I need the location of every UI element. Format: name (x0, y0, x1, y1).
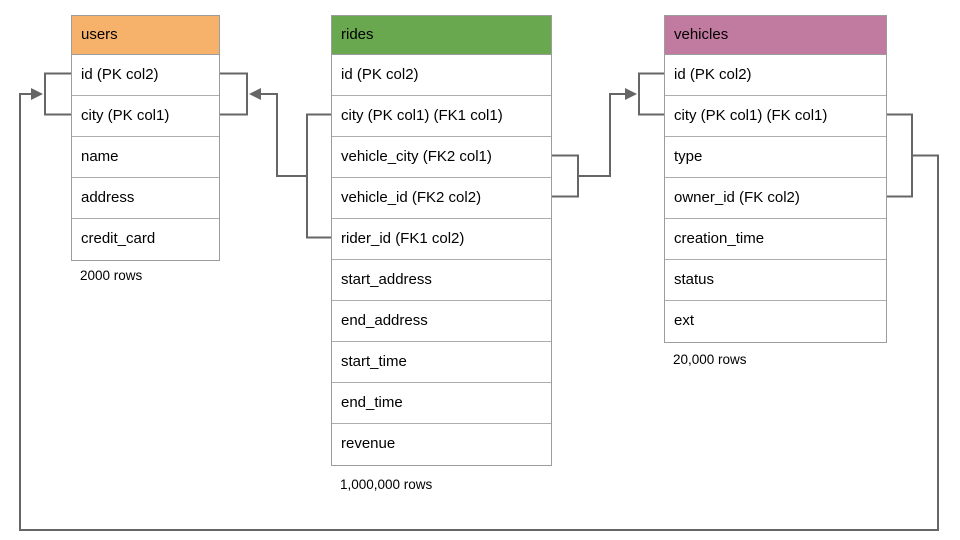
arrowhead-icon (249, 88, 261, 100)
fk1-connector-line (253, 93, 307, 177)
rides-row-count: 1,000,000 rows (340, 477, 433, 492)
arrowhead-icon (625, 88, 637, 100)
table-rides-column-vehicle-city: vehicle_city (FK2 col1) (332, 137, 551, 178)
table-vehicles-column-ext: ext (665, 301, 886, 342)
table-vehicles-column-id: id (PK col2) (665, 55, 886, 96)
table-rides-header: rides (332, 16, 551, 55)
fk2-connector-line (578, 93, 632, 177)
table-users: users id (PK col2) city (PK col1) name a… (71, 15, 220, 261)
table-vehicles-column-type: type (665, 137, 886, 178)
vehicles-row-count: 20,000 rows (673, 352, 747, 367)
table-vehicles-column-creation-time: creation_time (665, 219, 886, 260)
table-users-column-city: city (PK col1) (72, 96, 219, 137)
table-users-column-name: name (72, 137, 219, 178)
table-rides-column-start-time: start_time (332, 342, 551, 383)
table-rides-column-vehicle-id: vehicle_id (FK2 col2) (332, 178, 551, 219)
table-rides-column-id: id (PK col2) (332, 55, 551, 96)
table-users-column-id: id (PK col2) (72, 55, 219, 96)
table-users-column-credit-card: credit_card (72, 219, 219, 260)
users-right-bracket-line (220, 72, 248, 116)
vehicles-right-bracket-line (887, 113, 913, 198)
table-vehicles: vehicles id (PK col2) city (PK col1) (FK… (664, 15, 887, 343)
table-rides-column-end-time: end_time (332, 383, 551, 424)
table-rides: rides id (PK col2) city (PK col1) (FK1 c… (331, 15, 552, 466)
table-vehicles-column-owner-id: owner_id (FK col2) (665, 178, 886, 219)
table-rides-column-rider-id: rider_id (FK1 col2) (332, 219, 551, 260)
table-vehicles-column-status: status (665, 260, 886, 301)
table-rides-column-revenue: revenue (332, 424, 551, 465)
arrowhead-icon (31, 88, 43, 100)
users-row-count: 2000 rows (80, 268, 143, 283)
rides-right-bracket-line (552, 154, 579, 198)
users-left-bracket-line (44, 72, 71, 116)
table-users-header: users (72, 16, 219, 55)
vehicles-left-bracket-line (638, 72, 664, 116)
table-rides-column-end-address: end_address (332, 301, 551, 342)
table-vehicles-header: vehicles (665, 16, 886, 55)
table-rides-column-start-address: start_address (332, 260, 551, 301)
table-users-column-address: address (72, 178, 219, 219)
fk3-connector-line (19, 93, 939, 531)
rides-left-bracket-line (306, 113, 331, 239)
table-rides-column-city: city (PK col1) (FK1 col1) (332, 96, 551, 137)
table-vehicles-column-city: city (PK col1) (FK col1) (665, 96, 886, 137)
